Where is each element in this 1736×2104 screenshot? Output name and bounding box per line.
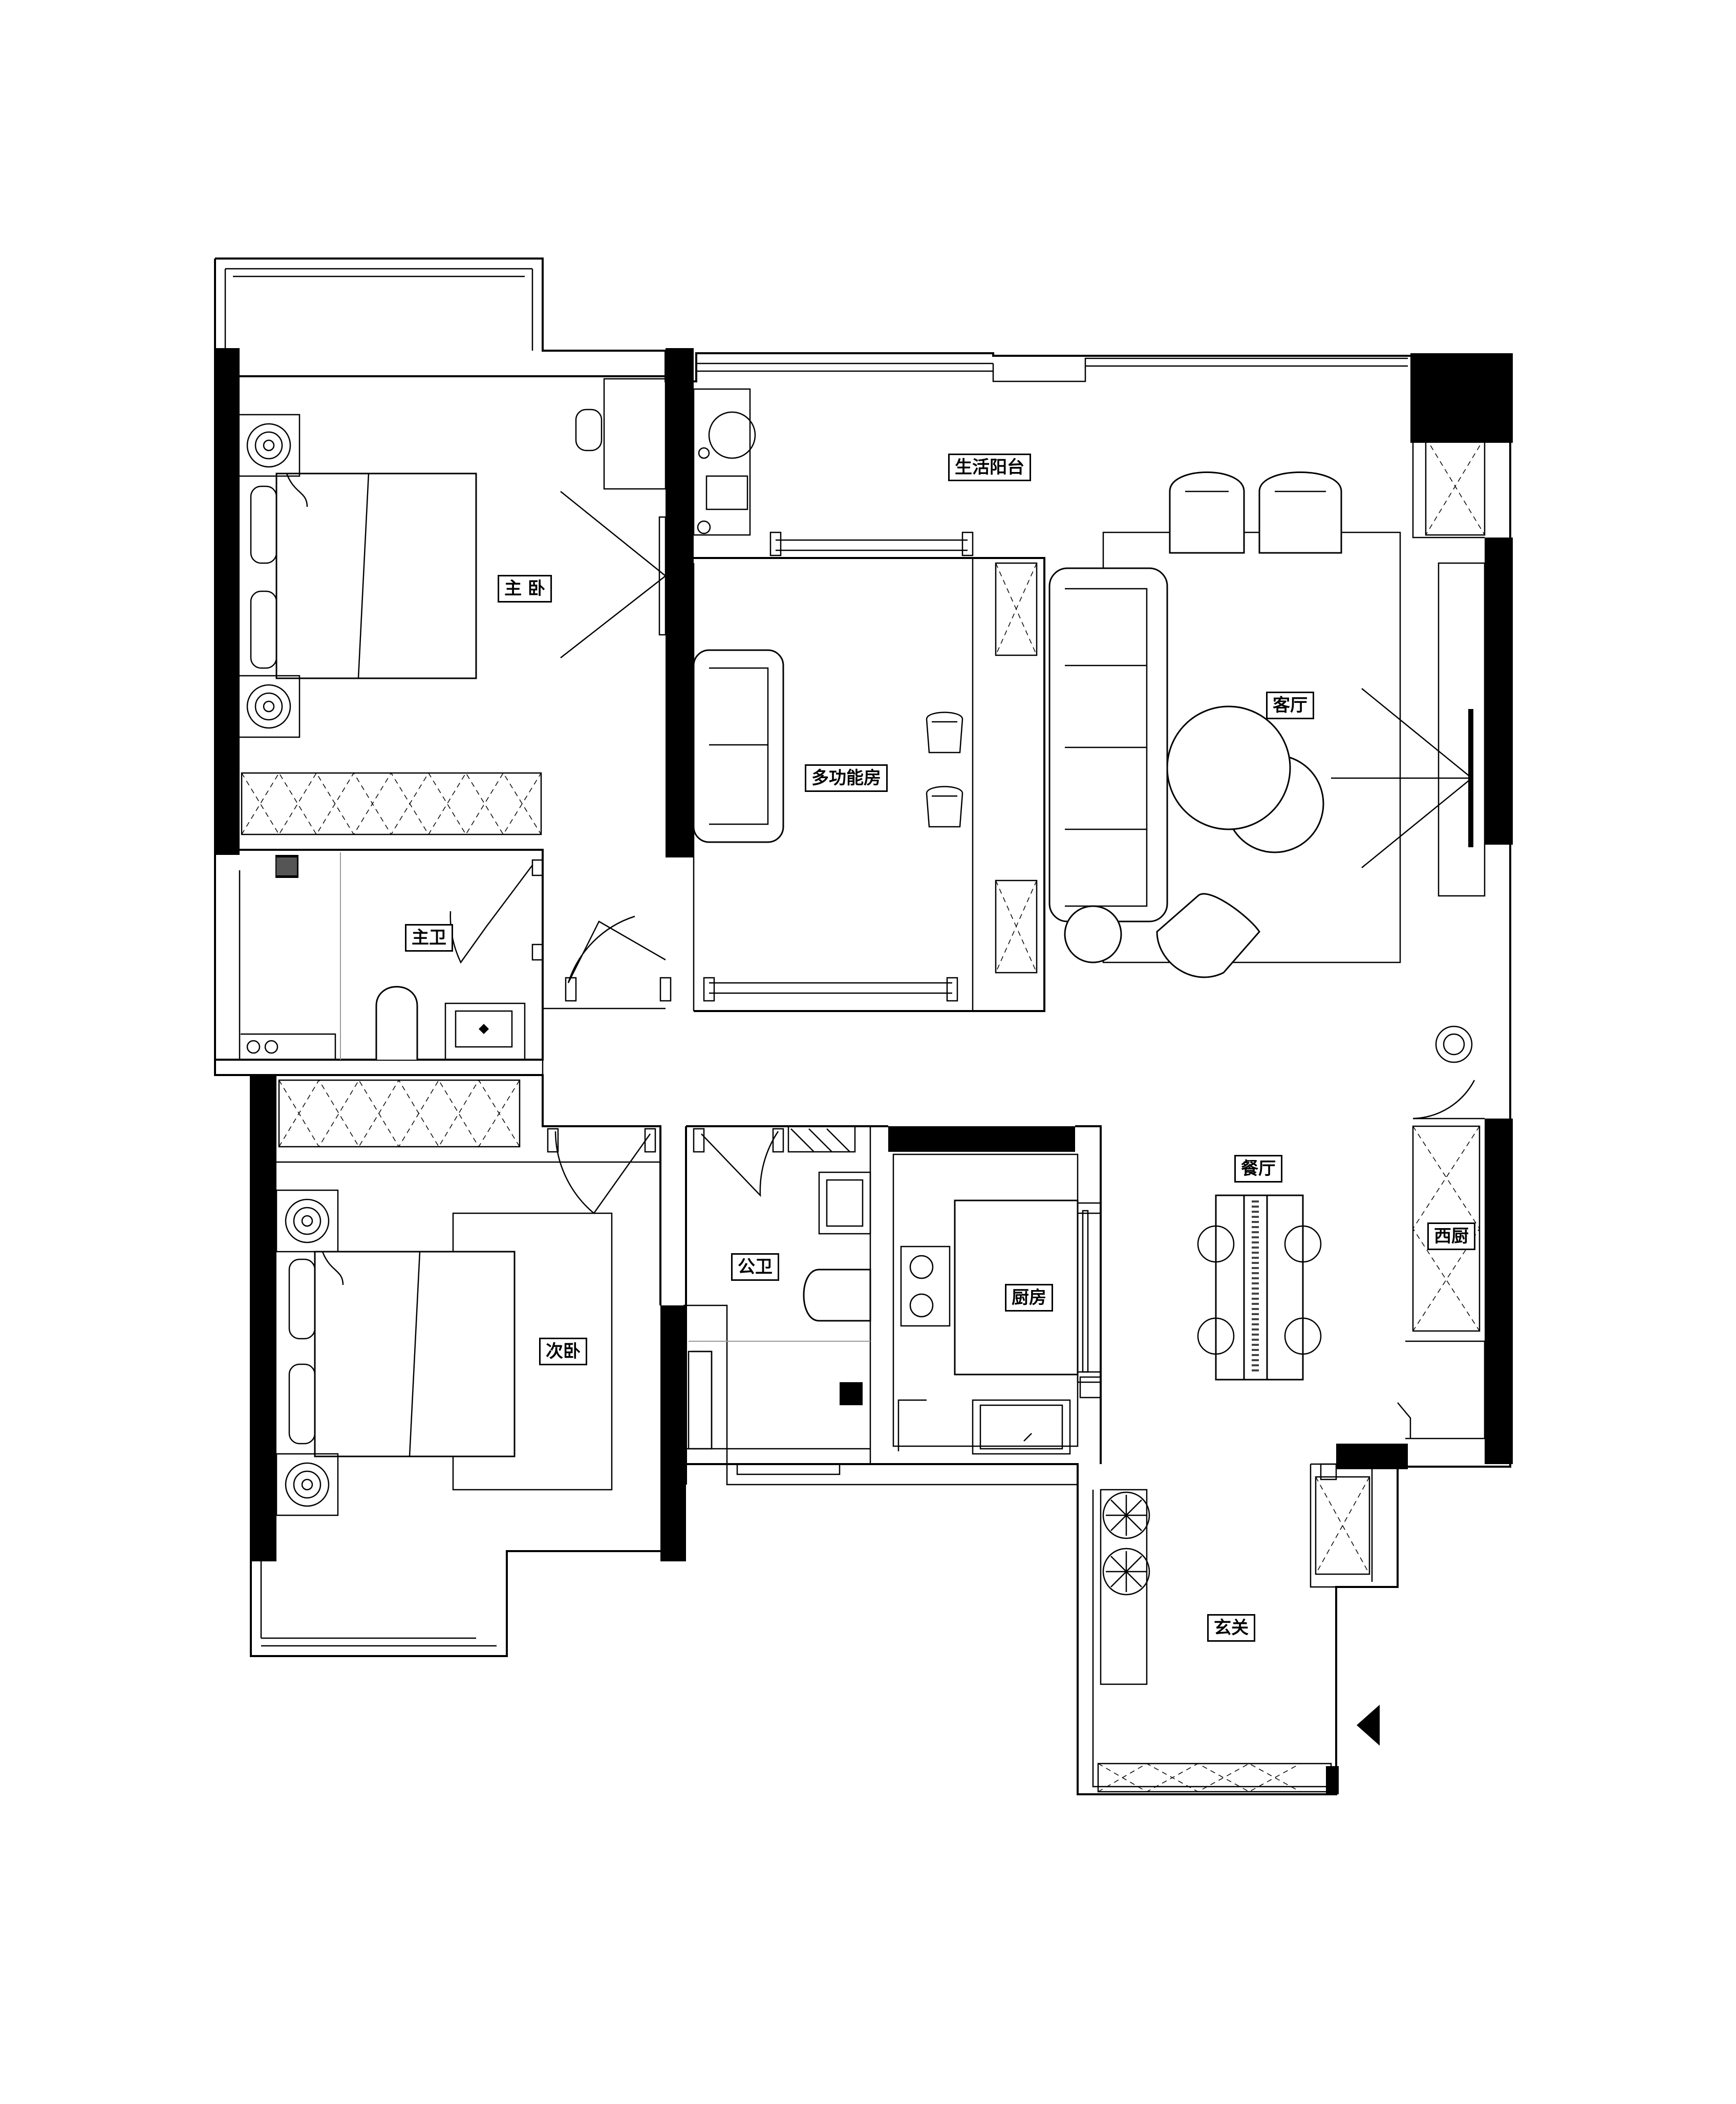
stove-icon	[900, 1246, 951, 1327]
second-bedroom-furniture	[275, 1128, 656, 1516]
bed-icon	[250, 473, 477, 679]
room-label-public-bath: 公卫	[731, 1253, 779, 1281]
round-table-icon	[1064, 705, 1324, 963]
structural-walls	[214, 348, 1513, 1794]
multi-room-furniture	[565, 531, 974, 1002]
sink-icon	[444, 1002, 526, 1061]
toilet-icon	[803, 1269, 871, 1322]
kitchen-fixtures	[892, 1153, 1102, 1455]
armchair-icon	[1156, 471, 1342, 978]
plant-icon	[1102, 1491, 1150, 1596]
master-bedroom-furniture	[237, 378, 667, 738]
sliding-door-icon	[703, 531, 974, 1002]
room-label-dining: 餐厅	[1234, 1155, 1282, 1183]
room-label-multi-room: 多功能房	[805, 764, 888, 792]
dining-table-icon	[1197, 1194, 1322, 1381]
entry-arrow-icon	[1357, 1705, 1380, 1746]
door-swing-icon	[449, 859, 544, 964]
room-label-living: 客厅	[1266, 692, 1314, 719]
room-label-western-kitchen: 西厨	[1427, 1222, 1475, 1250]
bed-icon	[288, 1251, 516, 1457]
room-label-kitchen: 厨房	[1005, 1284, 1053, 1312]
public-bath-fixtures	[689, 1125, 871, 1475]
room-label-second-bedroom: 次卧	[539, 1338, 587, 1365]
sofa-icon	[1048, 567, 1168, 922]
plant-icon	[1435, 1025, 1473, 1063]
door-swing-icon	[547, 1128, 656, 1214]
entry-fixtures	[1102, 1402, 1411, 1746]
wardrobe-cross-icon	[241, 437, 1486, 1793]
living-room-furniture	[1048, 471, 1486, 1120]
sink-icon	[818, 1171, 871, 1235]
room-label-entry: 玄关	[1207, 1614, 1255, 1642]
door-swing-icon	[560, 491, 667, 658]
balcony-fixtures	[693, 388, 756, 536]
room-label-master-bedroom: 主 卧	[498, 575, 552, 603]
door-swing-icon	[565, 915, 672, 1002]
master-bath-fixtures	[241, 852, 544, 1061]
desk-icon	[575, 378, 667, 490]
tv-icon	[1331, 562, 1486, 897]
toilet-icon	[375, 986, 418, 1060]
room-label-master-bath: 主卫	[405, 924, 453, 952]
room-label-balcony: 生活阳台	[948, 454, 1031, 481]
sofa-icon	[693, 649, 784, 843]
door-swing-icon	[693, 1128, 784, 1197]
